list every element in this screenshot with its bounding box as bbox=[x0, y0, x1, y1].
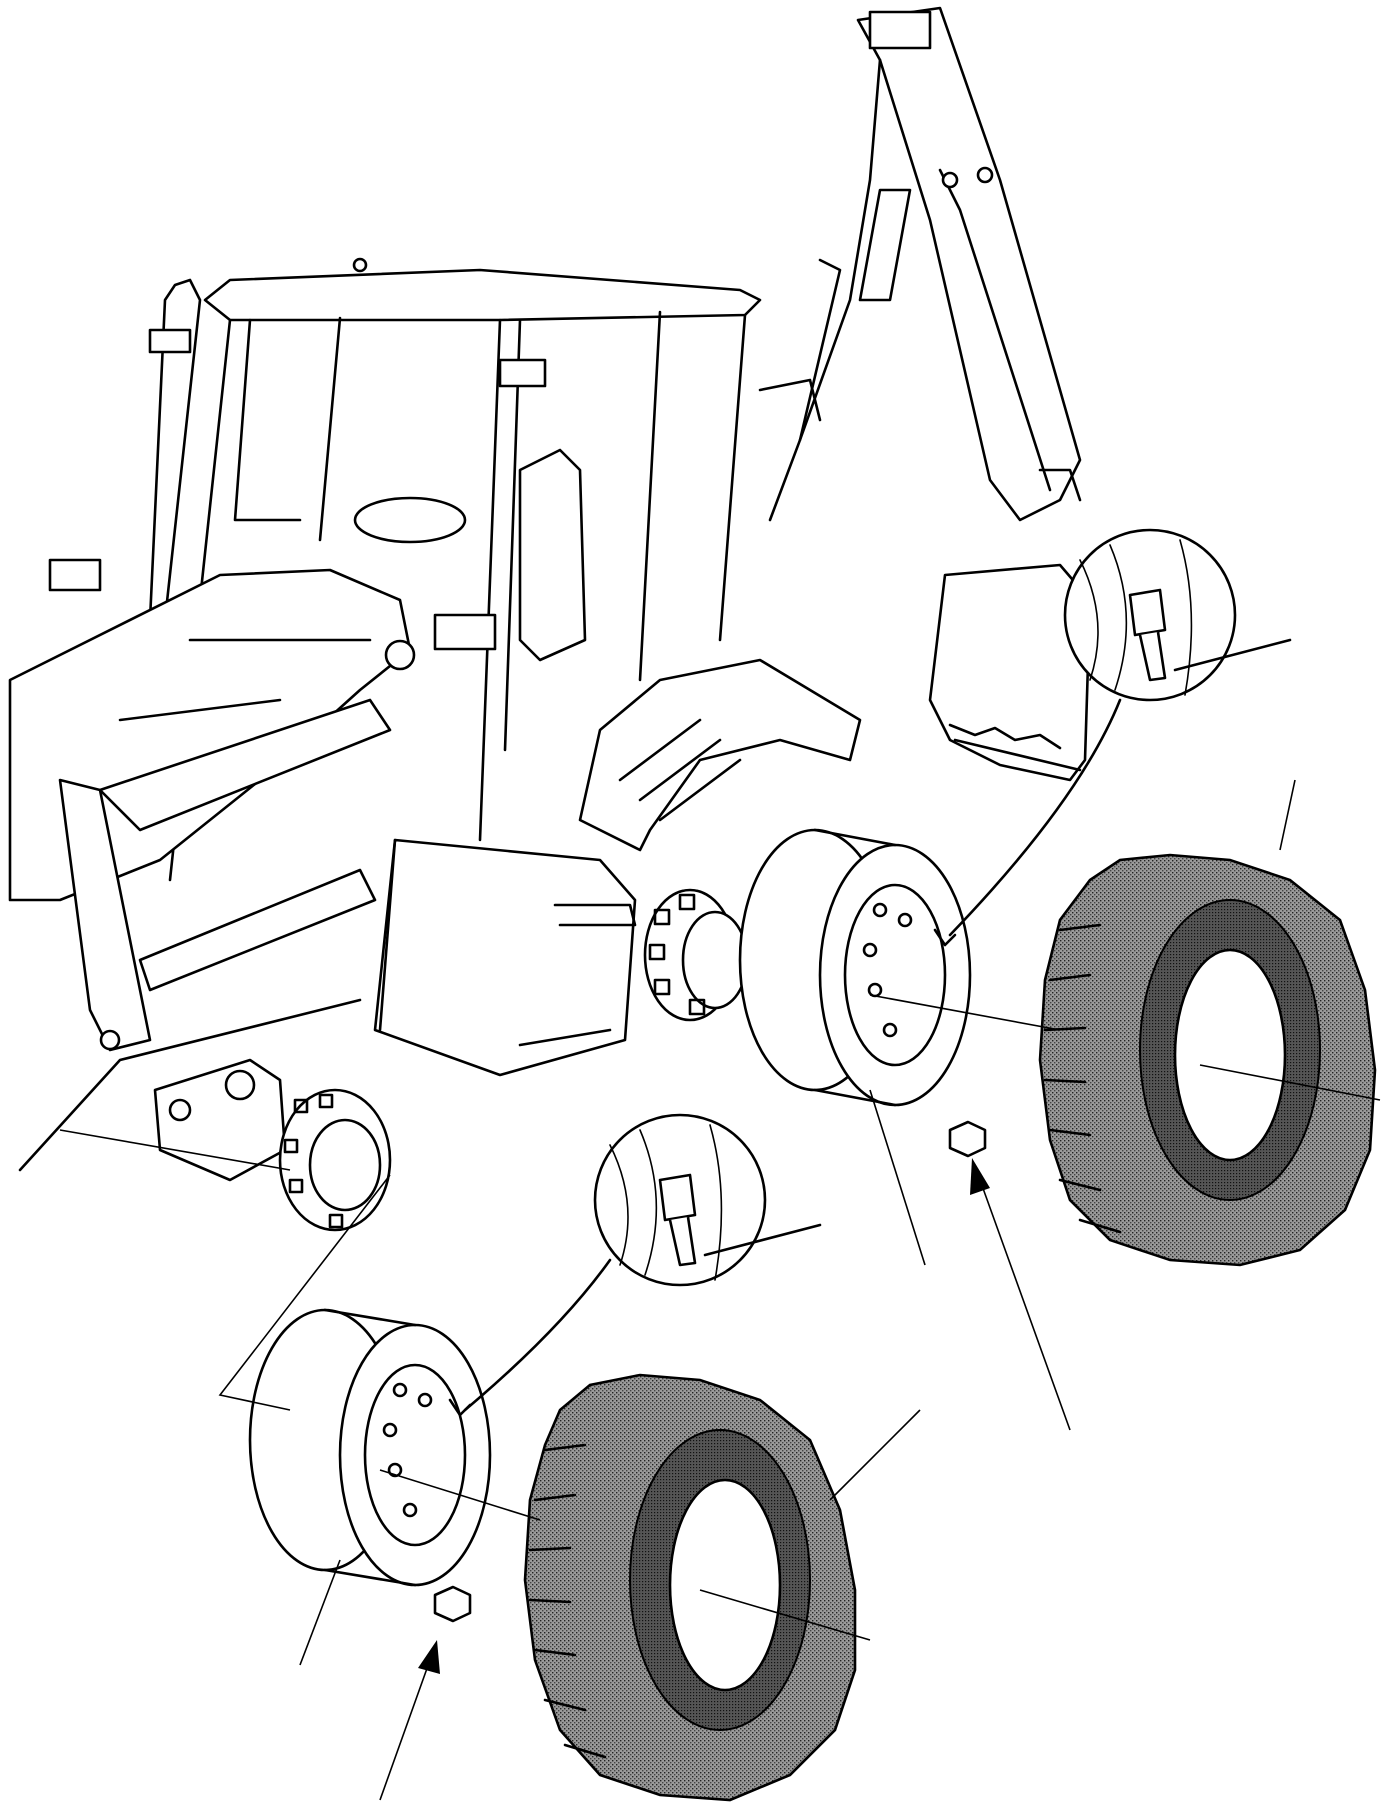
front-valve-detail bbox=[463, 1113, 822, 1412]
front-wheel-nut bbox=[433, 1585, 472, 1623]
engine-hood bbox=[8, 568, 412, 902]
loader-arm bbox=[58, 639, 416, 1052]
rear-rim bbox=[738, 828, 972, 1107]
rear-fender bbox=[578, 658, 862, 852]
step-toolbox bbox=[373, 838, 637, 1077]
backhoe-loader bbox=[8, 6, 1092, 1172]
arrows bbox=[379, 1158, 1071, 1801]
arrow-head-icon bbox=[970, 1158, 990, 1195]
front-steering-hub bbox=[153, 1058, 392, 1232]
leader-lines bbox=[59, 779, 1381, 1666]
steering-wheel bbox=[353, 496, 467, 544]
rear-wheel-nut bbox=[948, 1120, 987, 1158]
backhoe-bucket bbox=[928, 563, 1092, 782]
arrow-head-icon bbox=[418, 1640, 440, 1674]
rear-hub bbox=[643, 888, 749, 1022]
backhoe-boom bbox=[758, 6, 1082, 522]
rear-valve-detail bbox=[948, 528, 1292, 937]
operator-seat bbox=[518, 448, 587, 662]
front-tire bbox=[523, 1373, 857, 1802]
front-rim bbox=[248, 1308, 492, 1587]
rear-tire bbox=[1038, 853, 1377, 1267]
